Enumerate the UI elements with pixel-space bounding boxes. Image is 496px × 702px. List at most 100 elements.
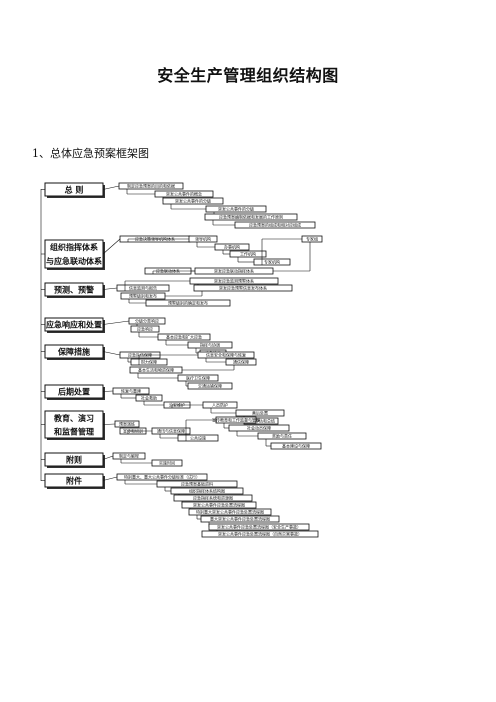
item-label: 预警级别和发布 — [129, 293, 157, 299]
item-label: 应急决策领导机构体系 — [135, 236, 175, 242]
item-label: 应急预案的组成和相对应组成 — [249, 222, 301, 228]
item-label: 应急预案编制依据和发展的工作原则 — [219, 214, 283, 220]
item-label: 预案演练 — [119, 421, 135, 427]
item-label: 基本生活和物资保障 — [138, 367, 174, 373]
item-box — [116, 473, 208, 481]
item-label: 实施时间 — [159, 460, 175, 466]
item-label: 基本应急和扩大应急 — [166, 334, 202, 340]
item-box — [128, 317, 166, 325]
item-label: 工作机构 — [240, 251, 256, 257]
item-box — [234, 221, 316, 229]
item-label: 突发公共事件应急处置流程图（安全生产事故） — [217, 524, 301, 530]
item-box — [194, 267, 274, 275]
item-box — [200, 515, 280, 523]
section-heading: 1、总体应急预案框架图 — [32, 147, 149, 160]
item-box — [162, 197, 224, 205]
page-title: 安全生产管理组织结构图 — [157, 66, 339, 85]
item-label: 财力保障 — [141, 359, 157, 365]
item-label: 人员防护 — [212, 402, 228, 408]
item-label: 专家机构 — [264, 259, 280, 265]
item-box — [214, 243, 250, 251]
category-label: 与应急联动体系 — [46, 256, 102, 266]
item-label: 分级分类响应 — [135, 318, 159, 324]
item-label: 宣传和培训 — [123, 428, 143, 434]
connector-line — [102, 238, 121, 255]
item-box — [135, 394, 163, 402]
item-label: 组织指挥体系结构图 — [189, 488, 225, 494]
category-label: 组织指挥体系 — [50, 242, 98, 252]
item-label: 指挥与协调 — [200, 342, 220, 348]
item-label: 调查评估和总结 — [247, 418, 275, 424]
item-label: 重大突发公共事件应急处置流程图 — [210, 516, 270, 522]
item-box — [145, 299, 231, 307]
item-label: 信息监测与报告 — [129, 285, 157, 291]
category-box-jiaoyu — [44, 410, 104, 439]
item-label: 办事机构 — [224, 244, 240, 250]
item-label: 特别重大突发公共事件应急处置流程图 — [196, 509, 264, 515]
item-label: 应急指挥系统和资源图 — [193, 495, 233, 501]
item-box — [215, 416, 257, 424]
item-box — [173, 494, 253, 502]
item-label: 应急联动体系 — [156, 268, 180, 274]
item-label: 突发公共事件的概念 — [166, 191, 202, 197]
item-label: 特别重大、重大公共事件分级标准（试行） — [124, 474, 200, 480]
connector-line — [102, 455, 114, 460]
item-box — [225, 358, 257, 366]
category-label: 附件 — [66, 476, 82, 486]
item-box — [188, 508, 272, 516]
item-label: 社会救助 — [141, 395, 157, 401]
item-box — [235, 409, 285, 417]
item-box — [202, 401, 238, 409]
item-label: 善后处置 — [252, 410, 268, 416]
item-label: 宣传教育和工作监督与管理 — [212, 417, 260, 423]
item-box — [157, 333, 211, 341]
item-box — [208, 523, 310, 531]
connector-line — [102, 390, 114, 392]
item-label: 突发应急联动指挥体系 — [214, 268, 254, 274]
item-label: 制定应急预案的目的和依据 — [127, 183, 175, 189]
item-box — [118, 182, 184, 190]
item-box — [170, 487, 244, 495]
item-box — [156, 480, 238, 488]
connector-line — [102, 351, 121, 356]
item-label: 突发公共事件应急处置流程图（自然灾害事故） — [218, 531, 302, 537]
connector-line — [102, 185, 120, 190]
item-label: 应急队伍保障 — [128, 352, 152, 358]
item-box — [187, 382, 233, 390]
item-box — [204, 213, 298, 221]
item-label: 应急预案基础资料 — [181, 481, 213, 487]
item-label: 社会动员保障 — [247, 425, 271, 431]
item-label: 奖励与责任 — [272, 433, 292, 439]
item-label: 应急响应 — [137, 326, 153, 332]
item-label: 突发公共事件的分级 — [175, 198, 211, 204]
item-label: 突发公共事件应急处置流程图 — [193, 502, 245, 508]
item-label: 突发应急监测预警体系 — [214, 278, 254, 284]
connector-line — [102, 287, 118, 290]
item-label: 恢复与重建 — [121, 388, 141, 394]
item-label: 突发公共事件的分级 — [218, 206, 254, 212]
item-label: 医疗卫生保障 — [186, 375, 210, 381]
item-label: 交通运输保障 — [198, 383, 222, 389]
category-label: 总 则 — [65, 185, 84, 195]
item-label: 治安维护 — [169, 402, 185, 408]
item-box — [112, 452, 146, 460]
item-box — [228, 424, 290, 432]
item-box — [201, 530, 319, 538]
item-box — [151, 459, 183, 467]
item-label: 信息安全和保障与恢复 — [206, 352, 246, 358]
category-label: 预测、预警 — [54, 285, 94, 295]
item-box — [130, 358, 168, 366]
item-label: 制定与解释 — [119, 453, 139, 459]
item-box — [189, 277, 279, 285]
item-box — [253, 258, 291, 266]
item-label: 公共设施 — [190, 435, 206, 441]
category-label: 后期处置 — [58, 387, 90, 397]
item-box — [154, 190, 214, 198]
item-box — [205, 205, 267, 213]
item-label: 通信保障 — [233, 359, 249, 365]
category-label: 和监督管理 — [54, 426, 94, 436]
item-box — [301, 235, 323, 243]
item-box — [188, 235, 218, 243]
item-box — [116, 284, 170, 292]
